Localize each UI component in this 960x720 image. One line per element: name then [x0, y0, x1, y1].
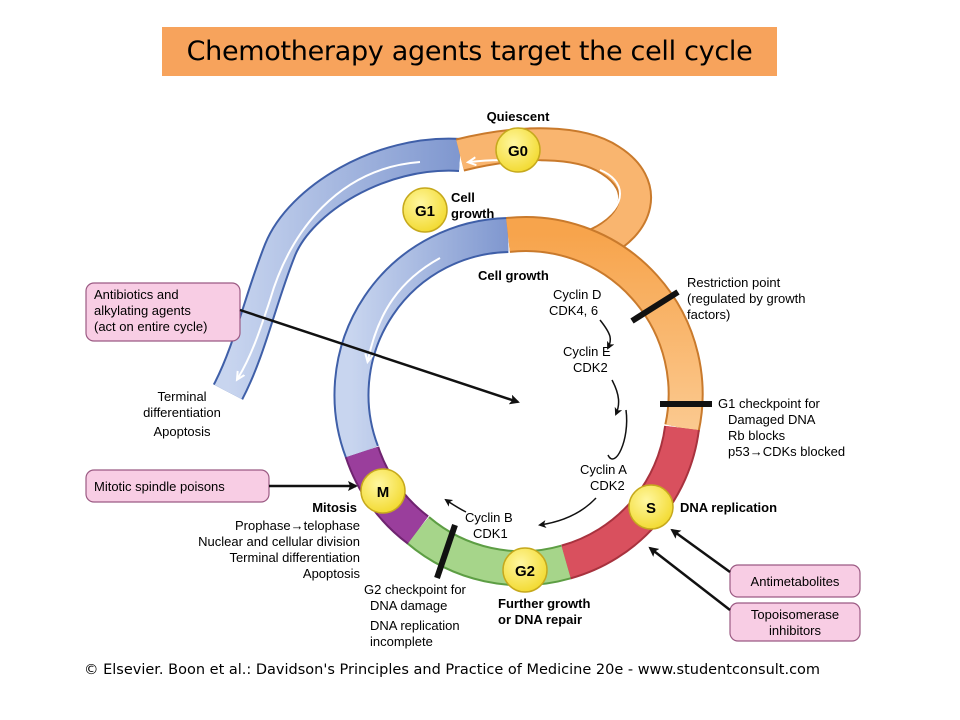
phase-g0: G0 Quiescent: [487, 109, 551, 173]
cdk46-label: CDK4, 6: [549, 303, 598, 318]
mitosis-detail-4: Apoptosis: [303, 566, 361, 581]
spindle-poisons-label: Mitotic spindle poisons: [94, 479, 225, 494]
g2-checkpoint-line-1: G2 checkpoint for: [364, 582, 467, 597]
g2-label: G2: [515, 563, 535, 580]
g1-checkpoint-line-2: Damaged DNA: [728, 412, 816, 427]
cdk2-a-label: CDK2: [590, 478, 625, 493]
phase-s: S DNA replication: [628, 484, 777, 530]
further-growth-line-2: or DNA repair: [498, 612, 582, 627]
g1-label: G1: [415, 203, 435, 220]
phase-m: M Mitosis Prophase→telophase Nuclear and…: [198, 468, 406, 581]
quiescent-label: Quiescent: [487, 109, 551, 124]
cdk1-label: CDK1: [473, 526, 508, 541]
restriction-point-bar: [630, 289, 680, 324]
restriction-line-3: factors): [687, 307, 730, 322]
exit-differentiation-label: differentiation: [143, 405, 221, 420]
copyright-credit: © Elsevier. Boon et al.: Davidson's Prin…: [84, 662, 821, 678]
cell-growth-line-1: Cell: [451, 190, 475, 205]
antibiotics-line-3: (act on entire cycle): [94, 319, 207, 334]
further-growth-line-1: Further growth: [498, 596, 590, 611]
g2-checkpoint-bar: [434, 524, 458, 579]
antimetabolites-label: Antimetabolites: [751, 574, 840, 589]
phase-g2: G2 Further growth or DNA repair: [498, 547, 590, 627]
antibiotics-box: Antibiotics and alkylating agents (act o…: [85, 282, 241, 342]
mitosis-detail-2: Nuclear and cellular division: [198, 534, 360, 549]
cyclin-b-label: Cyclin B: [465, 510, 513, 525]
exit-apoptosis-label: Apoptosis: [153, 424, 211, 439]
g1-checkpoint-line-3: Rb blocks: [728, 428, 786, 443]
g1-checkpoint-line-4: p53→CDKs blocked: [728, 444, 845, 459]
inner-cell-growth-label: Cell growth: [478, 268, 549, 283]
s-label: S: [646, 500, 656, 517]
spindle-poisons-box: Mitotic spindle poisons: [85, 469, 270, 503]
mitosis-detail-3: Terminal differentiation: [229, 550, 360, 565]
phase-g1: G1 Cell growth: [402, 187, 494, 233]
antimetabolites-box: Antimetabolites: [729, 564, 861, 598]
g1-checkpoint-line-1: G1 checkpoint for: [718, 396, 821, 411]
exit-terminal-label: Terminal: [157, 389, 206, 404]
cyclin-d-label: Cyclin D: [553, 287, 601, 302]
cell-growth-line-2: growth: [451, 206, 494, 221]
cyclin-a-label: Cyclin A: [580, 462, 627, 477]
g2-checkpoint-line-3: DNA replication: [370, 618, 460, 633]
topoisomerase-box: Topoisomerase inhibitors: [729, 602, 861, 642]
topoisomerase-line-1: Topoisomerase: [751, 607, 839, 622]
slide-title: Chemotherapy agents target the cell cycl…: [162, 27, 777, 76]
g2-checkpoint-line-2: DNA damage: [370, 598, 447, 613]
topoisomerase-line-2: inhibitors: [769, 623, 822, 638]
antibiotics-line-1: Antibiotics and: [94, 287, 179, 302]
dna-replication-label: DNA replication: [680, 500, 777, 515]
restriction-line-2: (regulated by growth: [687, 291, 806, 306]
cyclin-e-label: Cyclin E: [563, 344, 611, 359]
restriction-line-1: Restriction point: [687, 275, 781, 290]
mitosis-label: Mitosis: [312, 500, 357, 515]
mitosis-detail-1: Prophase→telophase: [235, 518, 360, 533]
m-label: M: [377, 484, 390, 501]
antibiotics-line-2: alkylating agents: [94, 303, 191, 318]
g2-checkpoint-line-4: incomplete: [370, 634, 433, 649]
cdk2-e-label: CDK2: [573, 360, 608, 375]
g0-label: G0: [508, 143, 528, 160]
g0-loop: [212, 127, 652, 400]
